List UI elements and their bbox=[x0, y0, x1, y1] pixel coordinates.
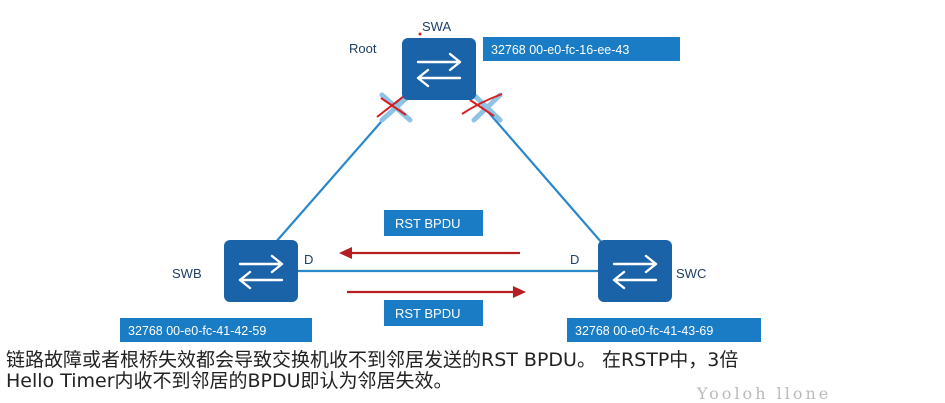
caption-line-1: 链路故障或者根桥失效都会导致交换机收不到邻居发送的RST BPDU。 在RSTP… bbox=[6, 350, 739, 371]
bpdu-label-top-text: RST BPDU bbox=[395, 216, 461, 231]
switch-icon bbox=[598, 240, 672, 302]
switch-icon bbox=[224, 240, 298, 302]
caption-text: 链路故障或者根桥失效都会导致交换机收不到邻居发送的RST BPDU。 在RSTP… bbox=[6, 350, 941, 400]
switch-icon bbox=[402, 38, 476, 100]
swb-bridge-id: 32768 00-e0-fc-41-42-59 bbox=[128, 324, 266, 338]
caption-line-2: Hello Timer内收不到邻居的BPDU即认为邻居失效。 bbox=[6, 370, 453, 392]
arrow-right-icon bbox=[347, 286, 526, 298]
swb-bridge-id-box: 32768 00-e0-fc-41-42-59 bbox=[120, 318, 312, 342]
bpdu-label-top: RST BPDU bbox=[384, 210, 483, 236]
blocked-cross-icon bbox=[461, 92, 503, 123]
swc-bridge-id: 32768 00-e0-fc-41-43-69 bbox=[575, 324, 713, 338]
swa-bridge-id-box: 32768 00-e0-fc-16-ee-43 bbox=[483, 37, 680, 61]
link-swa-swc bbox=[475, 97, 603, 244]
swa-role-label: Root bbox=[349, 41, 377, 56]
swc-bridge-id-box: 32768 00-e0-fc-41-43-69 bbox=[567, 318, 761, 342]
arrow-left-icon bbox=[339, 247, 520, 259]
swb-name-label: SWB bbox=[172, 266, 202, 281]
bpdu-label-bottom: RST BPDU bbox=[384, 300, 483, 326]
swc-name-label: SWC bbox=[676, 266, 706, 281]
swa-bridge-id: 32768 00-e0-fc-16-ee-43 bbox=[491, 43, 629, 57]
swc-port-role-label: D bbox=[570, 252, 579, 267]
watermark: Yooloh llone bbox=[697, 384, 832, 403]
stp-topology-diagram: SWA Root SWB SWC D D 32768 00-e0-fc-16-e… bbox=[120, 19, 761, 342]
swa-name-label: SWA bbox=[422, 19, 451, 34]
swb-port-role-label: D bbox=[304, 252, 313, 267]
bpdu-label-bottom-text: RST BPDU bbox=[395, 306, 461, 321]
dot-mark bbox=[418, 32, 422, 36]
